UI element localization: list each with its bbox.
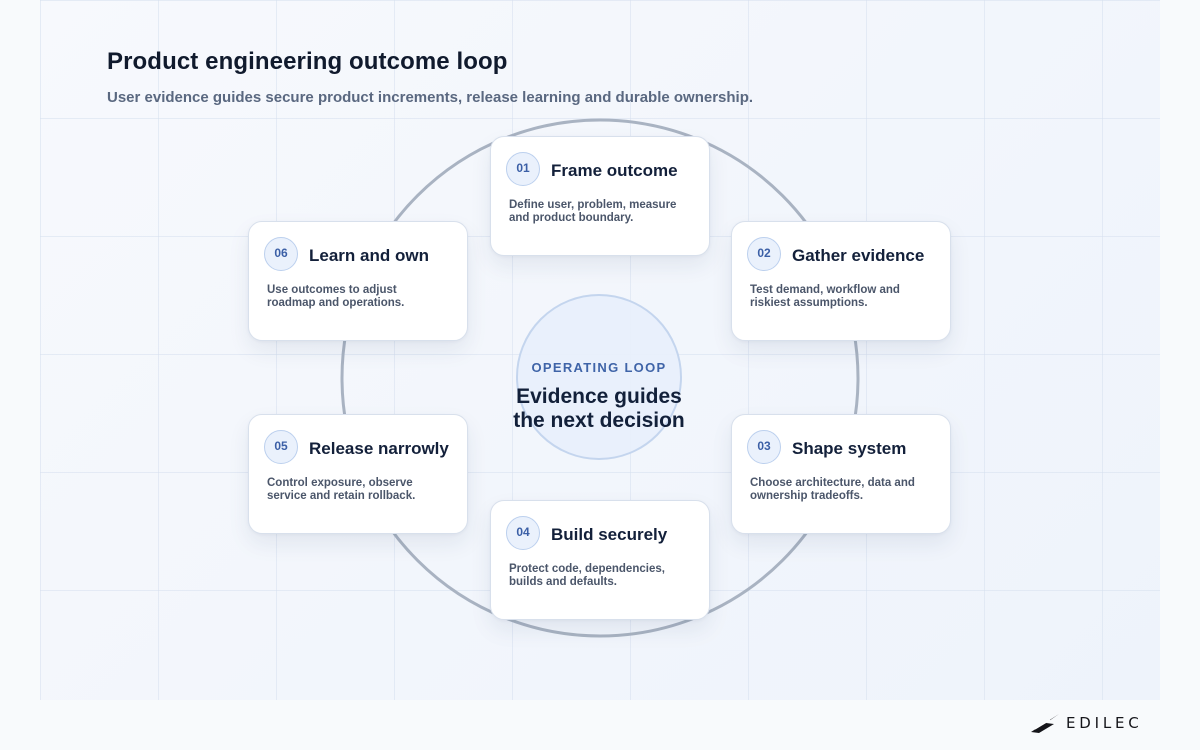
hub-statement-line-2: the next decision: [513, 409, 685, 432]
edilec-wing-icon: [1031, 714, 1059, 733]
brand-logo: EDILEC: [1030, 711, 1143, 735]
step-number-badge: 03: [747, 430, 781, 464]
step-card-frame-outcome: 01 Frame outcome Define user, problem, m…: [490, 136, 710, 256]
step-title: Frame outcome: [551, 161, 678, 180]
step-description: Use outcomes to adjust roadmap and opera…: [267, 284, 405, 309]
step-card-gather-evidence: 02 Gather evidence Test demand, workflow…: [731, 221, 951, 341]
step-number-badge: 06: [264, 237, 298, 271]
step-number-badge: 01: [506, 152, 540, 186]
step-card-shape-system: 03 Shape system Choose architecture, dat…: [731, 414, 951, 534]
step-number-badge: 04: [506, 516, 540, 550]
page-subtitle: User evidence guides secure product incr…: [107, 89, 754, 106]
step-card-learn-and-own: 06 Learn and own Use outcomes to adjust …: [248, 221, 468, 341]
loop-ring-path: [340, 118, 860, 638]
step-description: Test demand, workflow and riskiest assum…: [750, 284, 900, 309]
step-number-badge: 02: [747, 237, 781, 271]
step-number-badge: 05: [264, 430, 298, 464]
step-title: Build securely: [551, 525, 668, 544]
step-title: Learn and own: [309, 246, 429, 265]
step-title: Gather evidence: [792, 246, 925, 265]
hub-statement-line-1: Evidence guides: [516, 385, 682, 408]
step-title: Shape system: [792, 439, 907, 458]
step-description: Protect code, dependencies, builds and d…: [509, 563, 665, 588]
page-title: Product engineering outcome loop: [107, 48, 508, 75]
step-title: Release narrowly: [309, 439, 449, 458]
loop-hub: OPERATING LOOP Evidence guides the next …: [513, 294, 685, 460]
hub-kicker: OPERATING LOOP: [531, 360, 667, 375]
brand-wordmark: EDILEC: [1066, 714, 1143, 732]
step-description: Define user, problem, measure and produc…: [509, 199, 677, 224]
step-card-build-securely: 04 Build securely Protect code, dependen…: [490, 500, 710, 620]
step-description: Control exposure, observe service and re…: [267, 477, 416, 502]
step-description: Choose architecture, data and ownership …: [750, 477, 915, 502]
step-card-release-narrowly: 05 Release narrowly Control exposure, ob…: [248, 414, 468, 534]
